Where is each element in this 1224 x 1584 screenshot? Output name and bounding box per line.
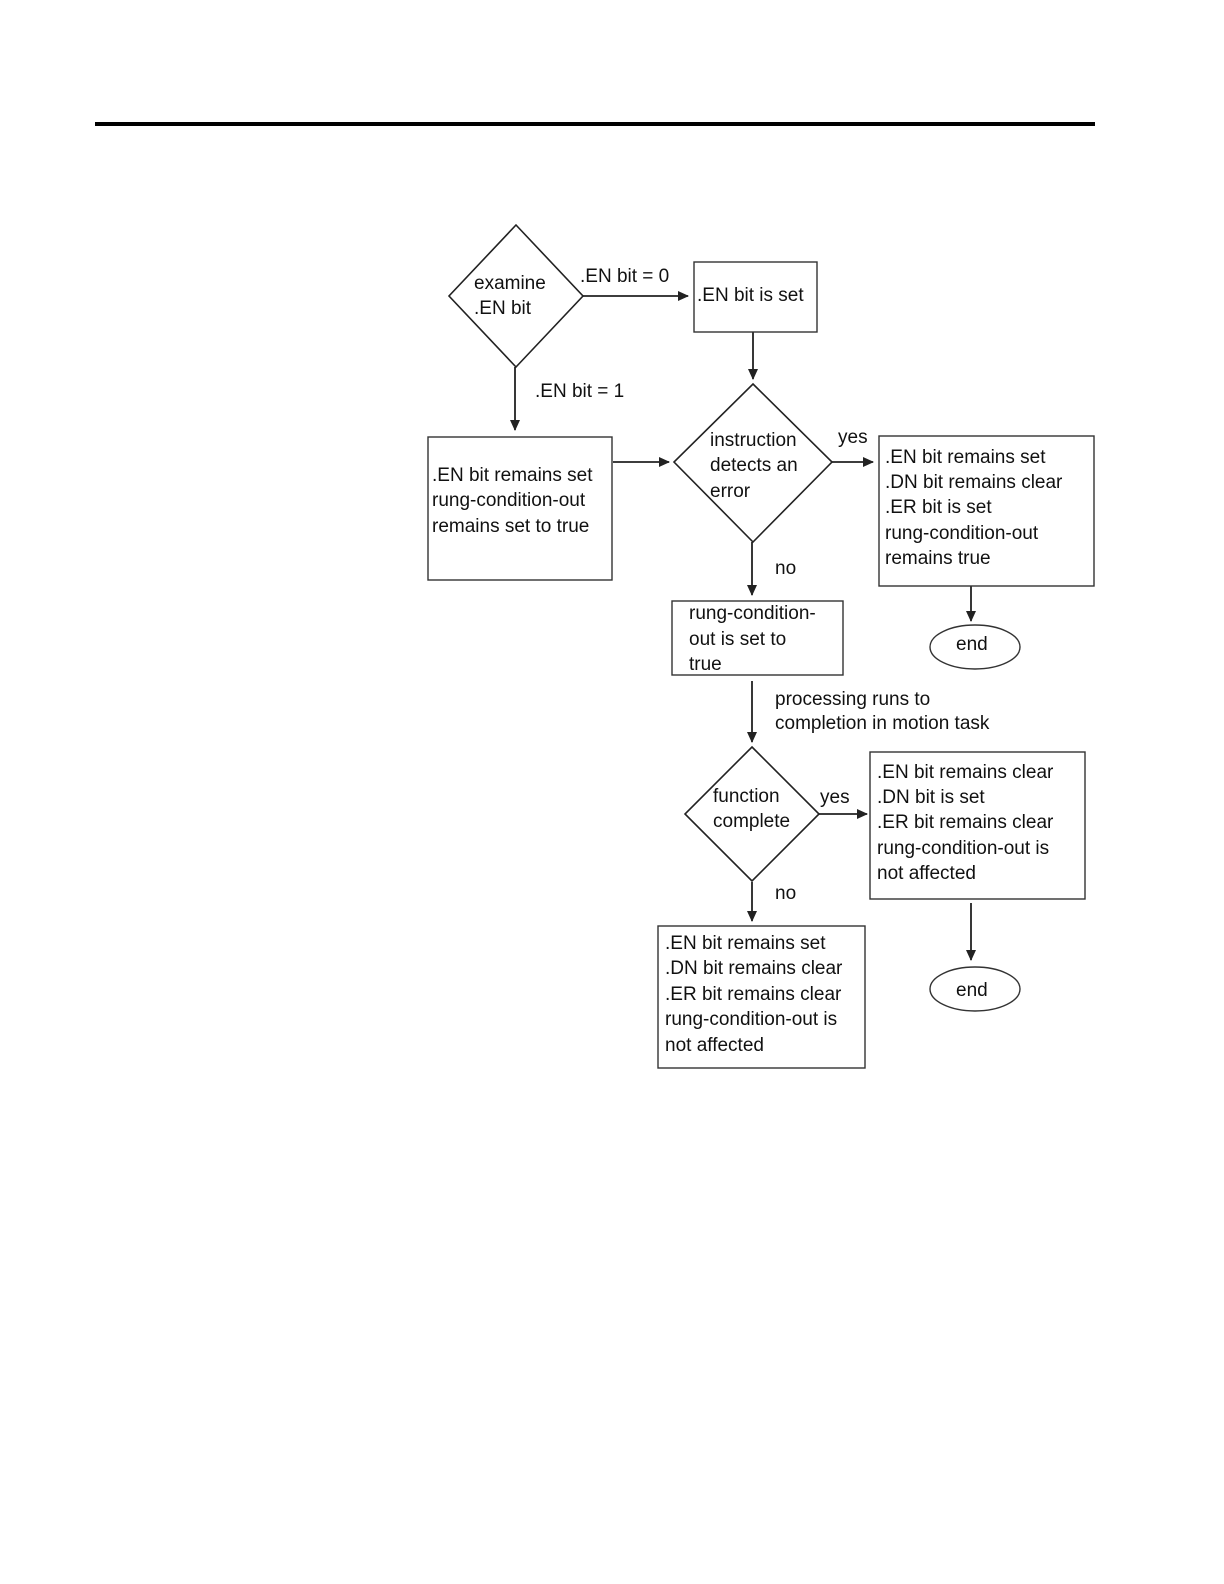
detects-error-line-1: instruction <box>710 430 797 451</box>
function-complete-line-2: complete <box>713 811 790 832</box>
detects-error-line-2: detects an <box>710 455 798 476</box>
en-set-line-1: .EN bit is set <box>697 285 804 306</box>
edge-label-error-no: no <box>775 558 796 579</box>
edge-label-error-yes: yes <box>838 427 868 448</box>
box-error-result <box>878 435 1095 587</box>
edge-label-en-bit-1: .EN bit = 1 <box>535 381 624 402</box>
complete-result-label: .EN bit remains clear .DN bit is set .ER… <box>877 762 1059 884</box>
end-1-label: end <box>956 634 988 655</box>
edge-label-complete-no: no <box>775 883 796 904</box>
terminal-end-1 <box>929 624 1021 670</box>
error-result-line-5: remains true <box>885 548 991 569</box>
box-en-remains-set <box>427 436 613 581</box>
en-remains-line-1: .EN bit remains set <box>432 465 593 486</box>
end-2-label: end <box>956 980 988 1001</box>
complete-result-line-2: .DN bit is set <box>877 787 985 808</box>
incomplete-result-line-5: not affected <box>665 1035 764 1056</box>
box-rung-condition-out-true <box>671 600 844 676</box>
box-complete-result <box>869 751 1086 900</box>
box-en-bit-is-set <box>693 261 818 333</box>
end-1-line-1: end <box>956 634 988 655</box>
error-result-line-1: .EN bit remains set <box>885 447 1046 468</box>
incomplete-result-line-4: rung-condition-out is <box>665 1009 837 1030</box>
decision-instruction-detects-error <box>672 382 834 544</box>
incomplete-result-line-1: .EN bit remains set <box>665 933 826 954</box>
shapes <box>427 223 1095 1069</box>
edge-labels: .EN bit = 0 .EN bit = 1 yes no processin… <box>535 266 990 904</box>
function-complete-label: function complete <box>713 786 790 832</box>
examine-line-1: examine <box>474 273 546 294</box>
incomplete-result-label: .EN bit remains set .DN bit remains clea… <box>665 933 848 1056</box>
examine-label: examine .EN bit <box>474 273 551 319</box>
detects-error-line-3: error <box>710 481 751 502</box>
en-set-label: .EN bit is set <box>697 285 804 306</box>
complete-result-line-4: rung-condition-out is <box>877 838 1049 859</box>
detects-error-label: instruction detects an error <box>710 430 803 502</box>
en-remains-line-3: remains set to true <box>432 516 589 537</box>
edge-label-complete-yes: yes <box>820 787 850 808</box>
decision-function-complete <box>683 745 821 883</box>
complete-result-line-3: .ER bit remains clear <box>877 812 1054 833</box>
decision-examine-en-bit <box>447 223 585 369</box>
header-rule <box>95 122 1095 126</box>
processing-line-2: completion in motion task <box>775 713 990 734</box>
complete-result-line-1: .EN bit remains clear <box>877 762 1054 783</box>
error-result-line-4: rung-condition-out <box>885 523 1039 544</box>
error-result-line-2: .DN bit remains clear <box>885 472 1063 493</box>
examine-line-2: .EN bit <box>474 298 532 319</box>
incomplete-result-line-3: .ER bit remains clear <box>665 984 842 1005</box>
box-incomplete-result <box>657 925 866 1069</box>
terminal-end-2 <box>929 966 1021 1012</box>
rco-true-label: rung-condition- out is set to true <box>689 603 821 675</box>
processing-line-1: processing runs to <box>775 689 930 710</box>
error-result-label: .EN bit remains set .DN bit remains clea… <box>885 447 1068 569</box>
en-remains-line-2: rung-condition-out <box>432 490 586 511</box>
rco-true-line-2: out is set to <box>689 629 786 650</box>
connectors <box>510 291 976 961</box>
rco-true-line-3: true <box>689 654 722 675</box>
incomplete-result-line-2: .DN bit remains clear <box>665 958 843 979</box>
edge-label-processing: processing runs to completion in motion … <box>775 689 990 734</box>
error-result-line-3: .ER bit is set <box>885 497 992 518</box>
complete-result-line-5: not affected <box>877 863 976 884</box>
node-labels: examine .EN bit .EN bit is set .EN bit r… <box>432 273 1068 1056</box>
rco-true-line-1: rung-condition- <box>689 603 816 624</box>
edge-label-en-bit-0: .EN bit = 0 <box>580 266 669 287</box>
end-2-line-1: end <box>956 980 988 1001</box>
function-complete-line-1: function <box>713 786 780 807</box>
en-remains-label: .EN bit remains set rung-condition-out r… <box>432 465 598 537</box>
